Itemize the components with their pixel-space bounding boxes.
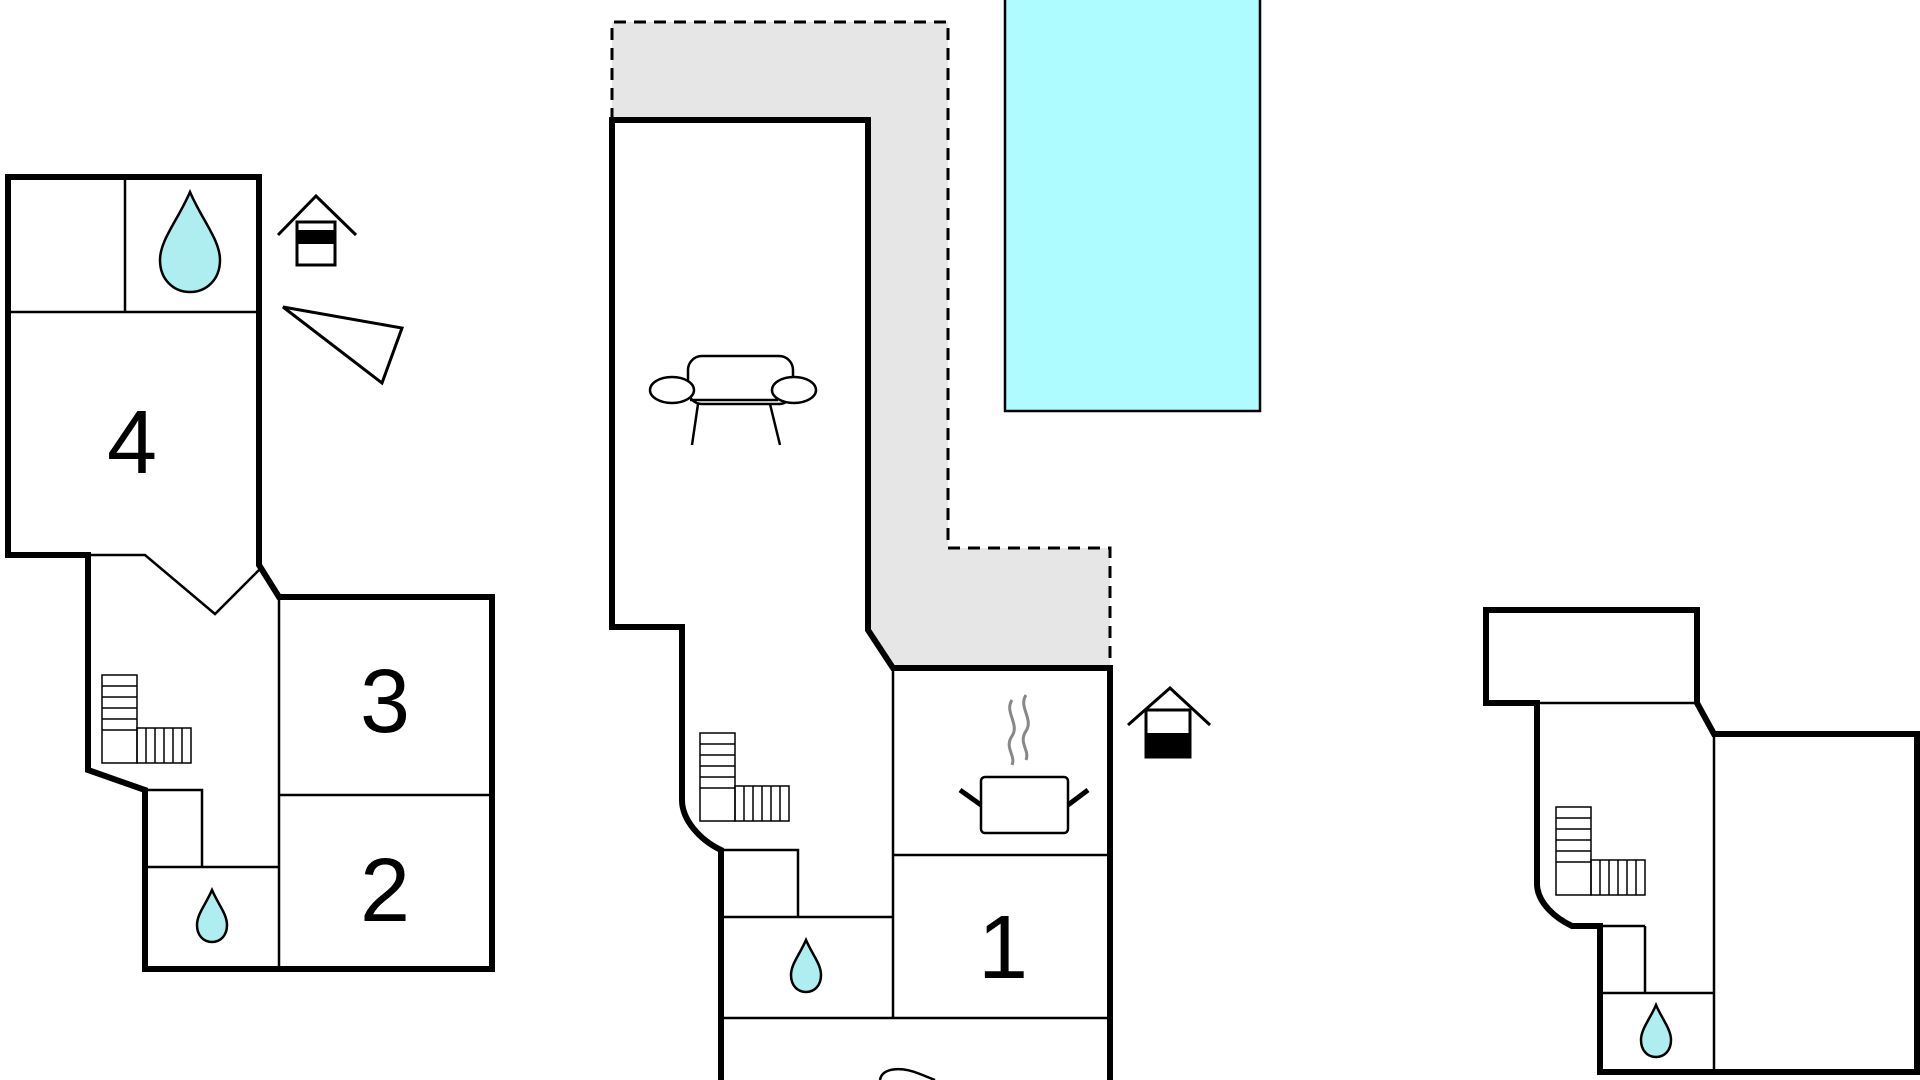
entrance-house-icon [1127,685,1212,759]
room-number-2: 2 [360,841,410,941]
swimming-pool [1003,0,1262,413]
right-building-outline [1483,607,1920,1075]
bathroom-drop-icon [789,936,823,994]
bathroom-drop-icon [1639,1001,1673,1059]
room-number-4: 4 [107,393,157,493]
staircase-icon [1555,806,1646,896]
terrace-outline [610,20,1112,668]
bathroom-drop-icon [195,886,229,944]
wc-icon [878,1067,936,1080]
entrance-house-icon [276,193,358,267]
terrace [612,22,1110,668]
left-building: 4 3 2 [5,174,495,972]
left-building-outline [5,174,495,972]
bathroom-drop-icon [158,188,222,294]
sofa-icon [648,354,818,446]
cooking-pot-icon [958,694,1090,835]
staircase-icon [101,674,192,764]
room-number-1: 1 [978,898,1028,998]
right-building [1483,607,1920,1075]
middle-building-outline [609,117,1113,1080]
middle-building: 1 [609,117,1113,1080]
room-number-3: 3 [360,652,410,752]
staircase-icon [699,732,790,822]
north-arrow-icon [282,305,405,386]
